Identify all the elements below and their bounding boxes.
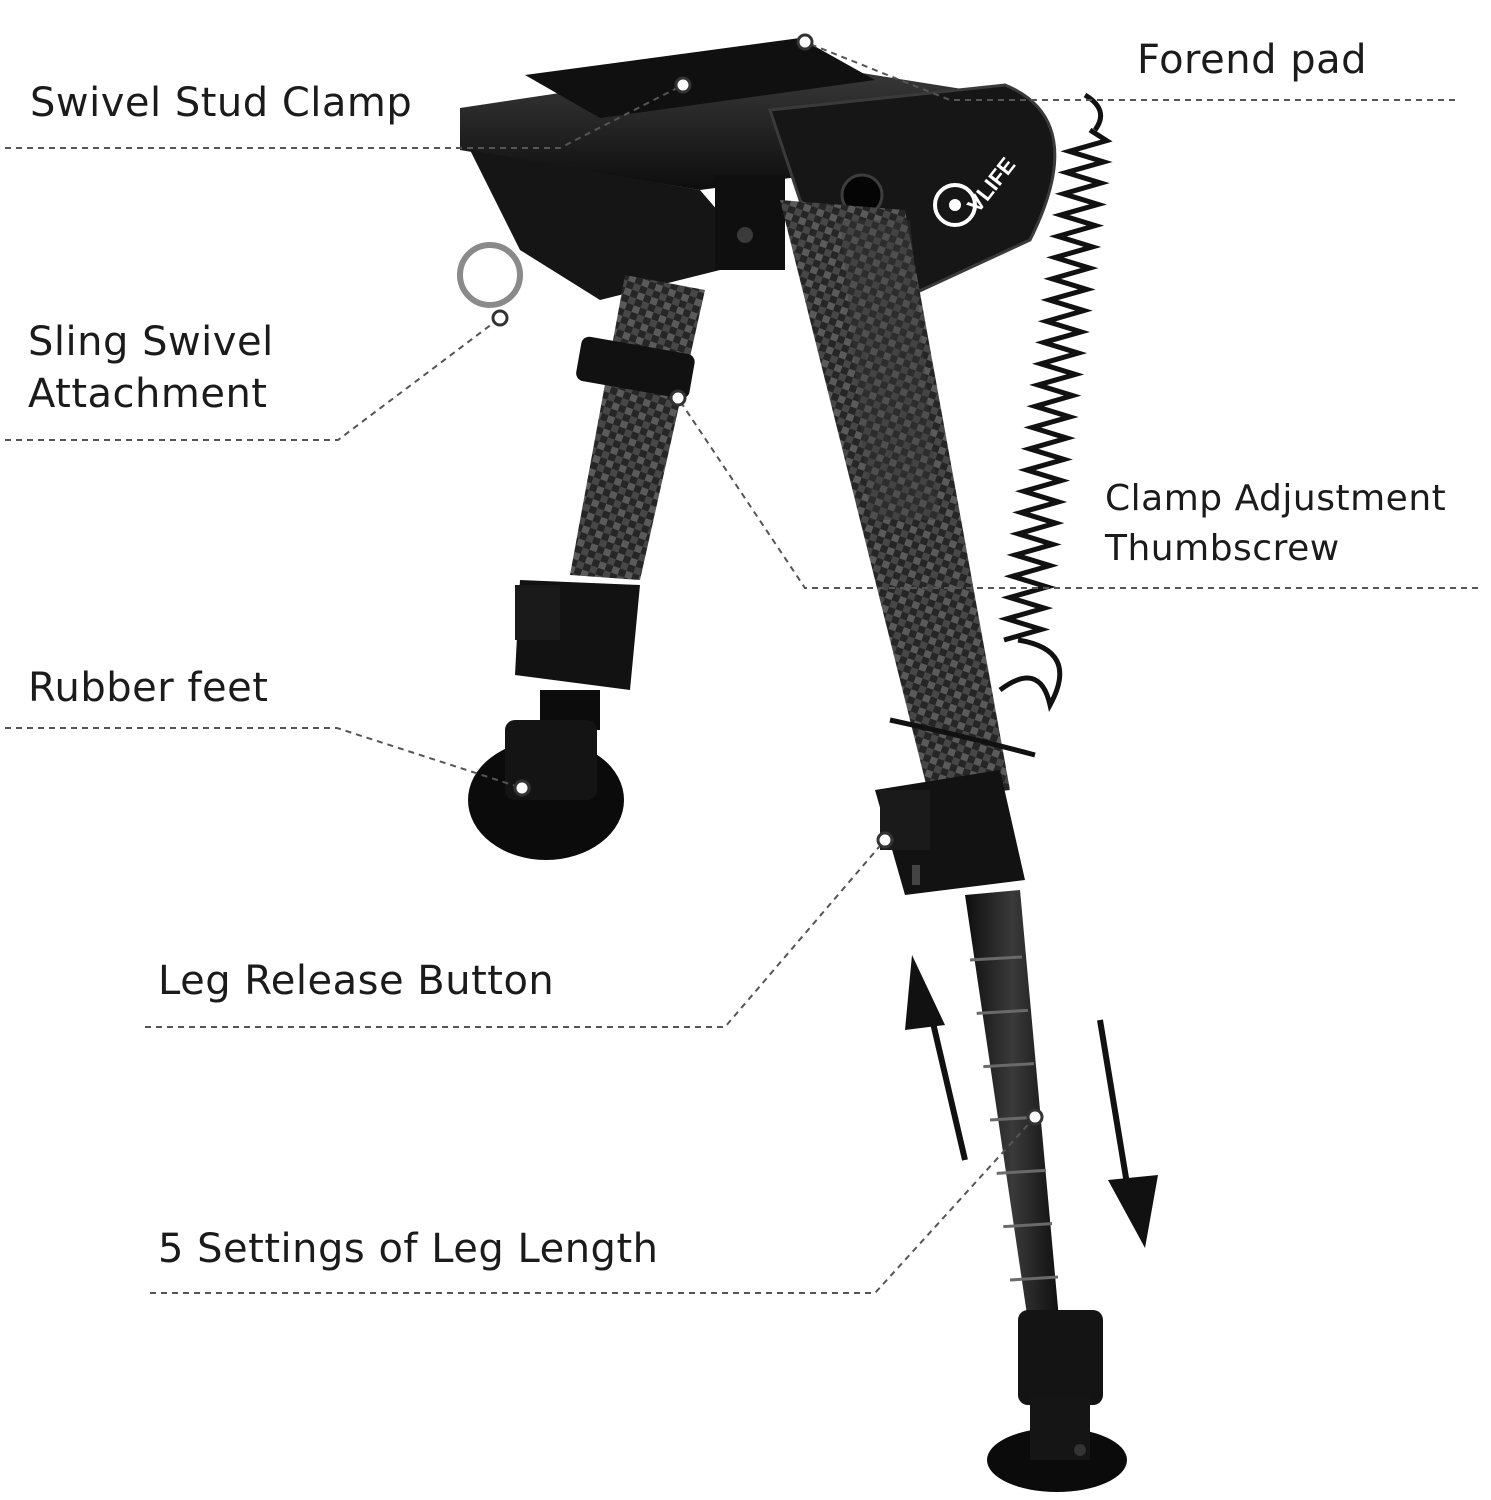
tube-detent-ring	[976, 1008, 1029, 1015]
leader-clamp-adjust	[677, 397, 1478, 589]
tube-detent-ring	[1009, 1275, 1059, 1282]
mount-assembly: VLIFE	[457, 38, 1057, 308]
sling-ring	[457, 242, 523, 308]
arrow-up-icon	[905, 955, 945, 1030]
leader-leg-length	[150, 1116, 1036, 1294]
label-swivel-stud-clamp: Swivel Stud Clamp	[30, 80, 413, 126]
marker-sling-swivel	[491, 309, 509, 327]
label-5-settings-of-leg-length: 5 Settings of Leg Length	[158, 1226, 659, 1272]
extend-arrows	[905, 955, 1158, 1248]
marker-dots	[491, 33, 1044, 1126]
marker-clamp-adjust	[669, 389, 687, 407]
leader-forend-pad	[804, 41, 1455, 101]
tension-spring	[997, 92, 1113, 713]
label-forend-pad: Forend pad	[1137, 37, 1367, 83]
label-sling-swivel-attachment: Sling Swivel Attachment	[28, 319, 274, 417]
marker-swivel-stud	[674, 76, 692, 94]
marker-forend-pad	[796, 33, 814, 51]
tube-detent-ring	[983, 1062, 1035, 1069]
label-leg-release-button: Leg Release Button	[158, 958, 555, 1004]
tube-detent-ring	[969, 955, 1023, 962]
marker-rubber-feet	[513, 779, 531, 797]
leader-swivel-stud	[5, 84, 684, 149]
marker-leg-release	[876, 831, 894, 849]
label-clamp-adjustment-thumbscrew: Clamp Adjustment Thumbscrew	[1105, 478, 1447, 569]
leader-lines	[5, 41, 1478, 1294]
tube-detent-ring	[1003, 1222, 1053, 1229]
marker-leg-length	[1026, 1108, 1044, 1126]
label-rubber-feet: Rubber feet	[28, 665, 269, 711]
left-leg	[468, 275, 705, 860]
leader-rubber-feet	[5, 727, 523, 789]
right-leg	[780, 200, 1127, 1492]
leader-sling-swivel	[5, 317, 501, 441]
tube-detent-ring	[996, 1168, 1047, 1175]
arrow-down-icon	[1108, 1175, 1158, 1248]
